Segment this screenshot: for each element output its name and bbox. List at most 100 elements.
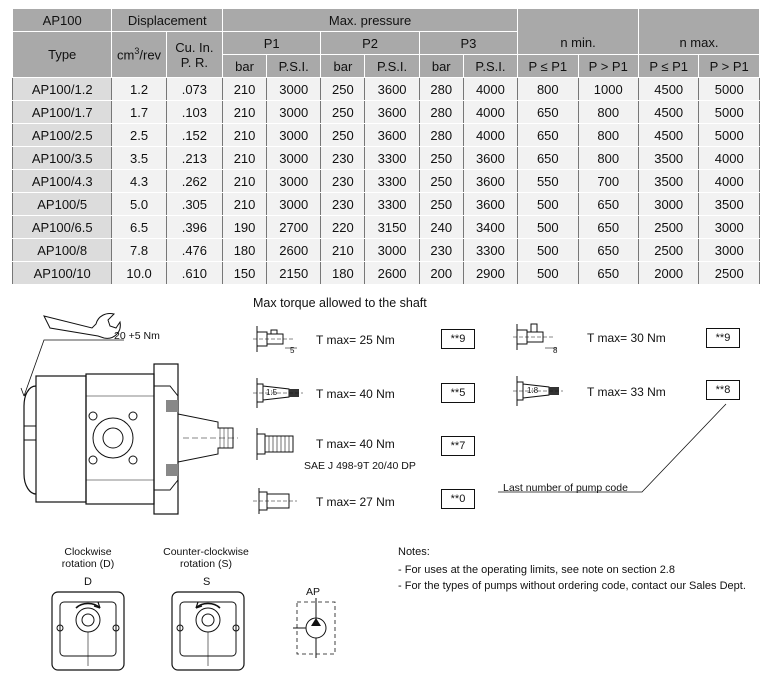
header-type: Type [11,31,113,78]
cell-nmin-le: 500 [517,238,579,262]
header-bar: bar [222,54,268,78]
wrench-torque-label: 20 +5 Nm [114,330,160,342]
shaft-dim-8: 8 [553,346,558,355]
cell-p2-psi: 3600 [364,77,420,101]
cell-p1-bar: 150 [222,261,268,285]
header-p1: P1 [222,31,322,55]
cell-cuin: .103 [165,100,224,124]
cell-cm3: 4.3 [111,169,167,193]
cell-nmin-gt: 800 [577,146,639,170]
header-le-p1: P ≤ P1 [517,54,579,78]
cell-cuin: .213 [165,146,224,170]
cell-nmin-gt: 800 [577,123,639,147]
cell-p2-bar: 250 [320,123,366,147]
spline-standard: SAE J 498-9T 20/40 DP [304,460,416,472]
cell-nmin-gt: 650 [577,215,639,239]
shaft-cylindrical-icon [253,488,297,514]
cell-nmin-gt: 650 [577,261,639,285]
cell-p1-psi: 2150 [266,261,322,285]
cell-cuin: .476 [165,238,224,262]
cell-nmin-gt: 800 [577,100,639,124]
header-max-pressure: Max. pressure [222,8,519,32]
header-psi: P.S.I. [462,54,519,78]
cell-nmax-le: 4500 [637,77,700,101]
cell-cuin: .152 [165,123,224,147]
header-model: AP100 [11,8,113,32]
row-type: AP100/10 [11,261,113,285]
cell-nmin-gt: 650 [577,192,639,216]
header-psi: P.S.I. [364,54,420,78]
spec-table: AP100 Displacement Max. pressure n min. … [11,8,761,285]
cell-cm3: 3.5 [111,146,167,170]
cell-nmax-le: 3500 [637,146,700,170]
cell-p1-psi: 2600 [266,238,322,262]
cell-p2-psi: 3300 [364,169,420,193]
cell-p3-psi: 3600 [462,146,519,170]
cell-nmax-gt: 3000 [698,215,760,239]
torque-label-2: T max= 30 Nm [587,331,666,345]
header-p3: P3 [418,31,519,55]
cell-p3-bar: 250 [418,146,464,170]
cell-p1-bar: 210 [222,77,268,101]
hydraulic-symbol-label: AP [306,586,321,598]
cell-p3-psi: 3600 [462,192,519,216]
cell-p2-bar: 180 [320,261,366,285]
cell-p3-bar: 240 [418,215,464,239]
ccw-letter: S [203,576,211,588]
cell-nmax-le: 2500 [637,215,700,239]
cell-p2-bar: 220 [320,215,366,239]
cw-rotation-pump-icon [51,591,125,671]
wrench-icon [43,313,121,339]
cell-cuin: .073 [165,77,224,101]
row-type: AP100/8 [11,238,113,262]
shaft-parallel-key-8-icon [513,323,557,350]
cell-p2-psi: 3150 [364,215,420,239]
row-type: AP100/1.7 [11,100,113,124]
cell-cm3: 1.7 [111,100,167,124]
torque-label-3: T max= 40 Nm [316,387,395,401]
cell-nmax-gt: 5000 [698,77,760,101]
cell-p3-bar: 200 [418,261,464,285]
code-box-2: **9 [706,328,740,348]
cell-p1-bar: 180 [222,238,268,262]
cell-nmax-gt: 5000 [698,100,760,124]
shaft-splined-icon [256,428,294,460]
cell-nmin-le: 650 [517,123,579,147]
cell-p2-psi: 3000 [364,238,420,262]
ccw-rotation-title: Counter-clockwise rotation (S) [163,546,249,570]
cell-p3-bar: 230 [418,238,464,262]
cell-p1-psi: 3000 [266,123,322,147]
cell-p3-psi: 3300 [462,238,519,262]
cell-cm3: 1.2 [111,77,167,101]
cell-p2-bar: 230 [320,146,366,170]
cell-cm3: 6.5 [111,215,167,239]
cell-p2-psi: 3600 [364,100,420,124]
cell-nmax-le: 3000 [637,192,700,216]
cell-p1-bar: 210 [222,123,268,147]
cell-p3-bar: 280 [418,123,464,147]
cell-nmin-gt: 650 [577,238,639,262]
cell-nmin-le: 650 [517,100,579,124]
cell-p3-psi: 4000 [462,123,519,147]
cell-cm3: 7.8 [111,238,167,262]
note-item-2: - For the types of pumps without orderin… [398,580,746,592]
header-n-max: n max. [637,8,761,55]
cell-p3-bar: 250 [418,169,464,193]
cell-cuin: .305 [165,192,224,216]
note-item-1: - For uses at the operating limits, see … [398,564,675,576]
cell-p3-psi: 4000 [462,100,519,124]
cell-p2-psi: 2600 [364,261,420,285]
code-leader-line [498,403,727,493]
cell-p3-bar: 280 [418,77,464,101]
torque-label-6: T max= 27 Nm [316,495,395,509]
header-gt-p1: P > P1 [698,54,760,78]
cell-cm3: 2.5 [111,123,167,147]
cell-p2-psi: 3300 [364,146,420,170]
torque-label-4: T max= 33 Nm [587,385,666,399]
shaft-taper-ratio-2: 1:8 [527,386,539,395]
